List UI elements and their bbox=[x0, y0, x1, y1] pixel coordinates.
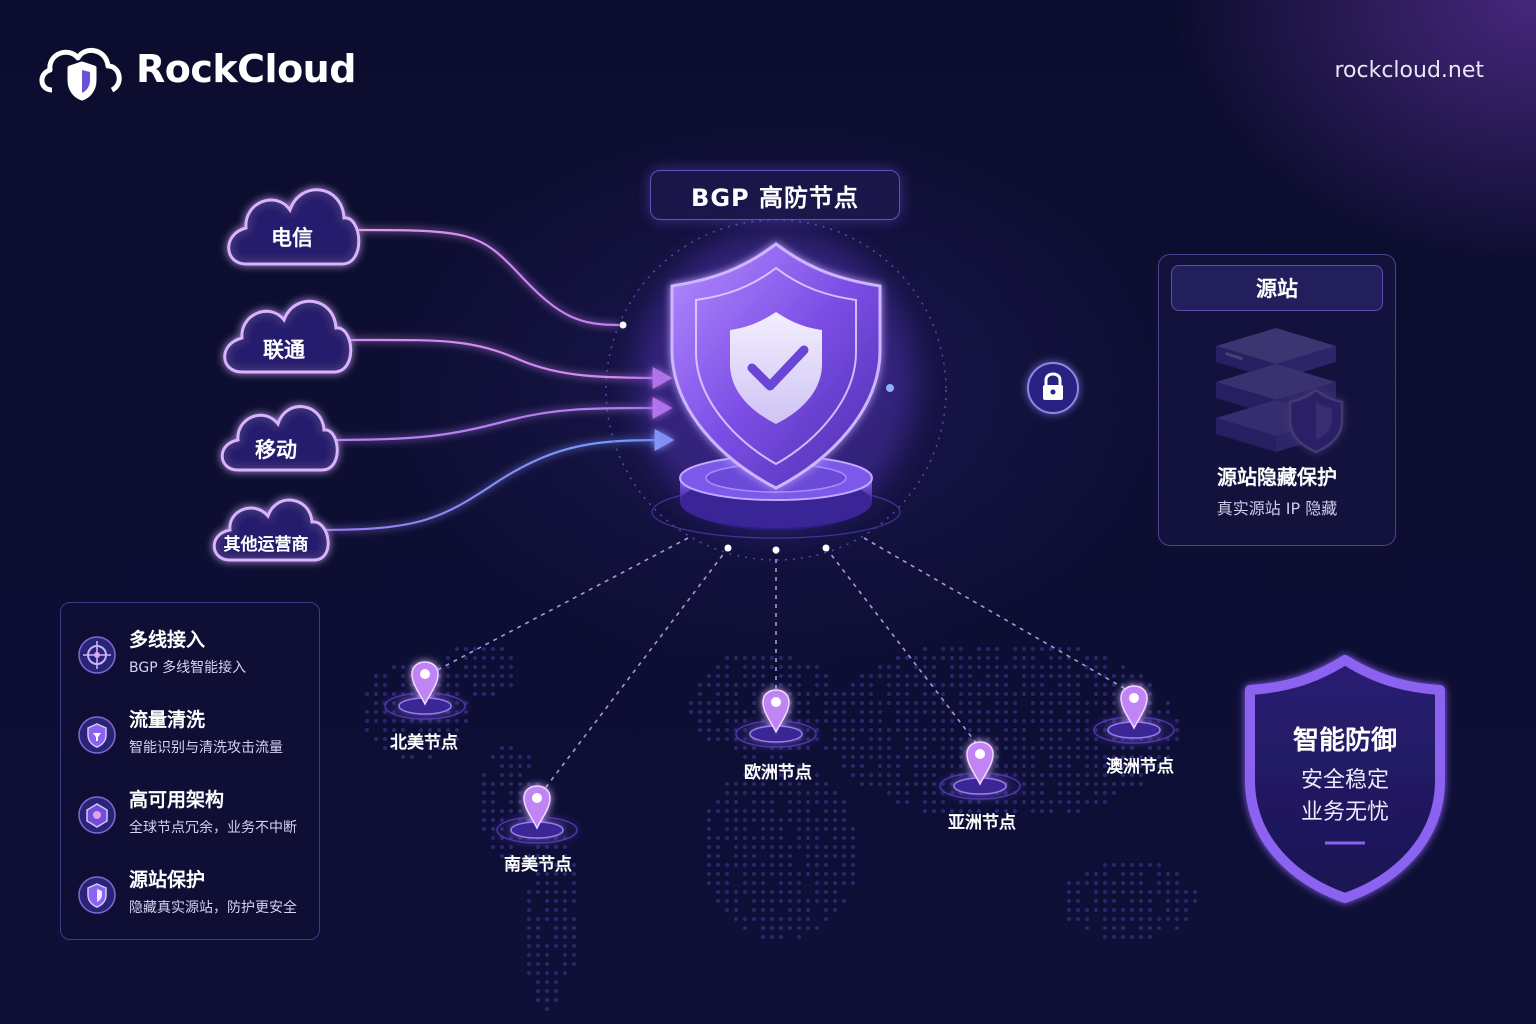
feature-item: 多线接入 BGP 多线智能接入 bbox=[77, 625, 317, 689]
feature-title: 多线接入 bbox=[129, 629, 206, 651]
cluster-icon bbox=[78, 796, 116, 834]
pin-europe-icon bbox=[735, 689, 817, 748]
origin-caption: 源站隐藏保护 bbox=[1217, 465, 1337, 489]
carrier-others-label: 其他运营商 bbox=[223, 535, 309, 555]
feature-desc: 全球节点冗余，业务不中断 bbox=[129, 820, 297, 836]
feature-desc: 隐藏真实源站，防护更安全 bbox=[129, 900, 297, 916]
pin-north-america-icon bbox=[384, 661, 466, 720]
line-telecom bbox=[357, 228, 621, 327]
origin-title: 源站 bbox=[1171, 265, 1383, 311]
feature-item: 流量清洗 智能识别与清洗攻击流量 bbox=[77, 705, 317, 769]
node-north-america-label: 北美节点 bbox=[390, 733, 458, 753]
feature-item: 高可用架构 全球节点冗余，业务不中断 bbox=[77, 785, 317, 849]
brand-name: RockCloud bbox=[136, 47, 356, 91]
brand-logo[interactable]: RockCloud bbox=[36, 40, 356, 98]
feature-panel: 多线接入 BGP 多线智能接入 流量清洗 智能识别与清洗攻击流量 高可用架构 全… bbox=[60, 602, 320, 940]
pin-oceania-icon bbox=[1093, 685, 1175, 744]
cloud-telecom bbox=[227, 188, 361, 266]
feature-title: 源站保护 bbox=[129, 869, 206, 891]
cloud-mobile bbox=[220, 405, 339, 472]
pin-asia-icon bbox=[939, 741, 1021, 800]
origin-subcaption: 真实源站 IP 隐藏 bbox=[1216, 499, 1338, 518]
badge-line2: 业务无忧 bbox=[1300, 800, 1389, 825]
shield-filter-icon bbox=[78, 716, 116, 754]
origin-server-panel: 源站 源站隐藏保护 真实源站 IP 隐藏 bbox=[1158, 254, 1396, 546]
badge-line1: 安全稳定 bbox=[1300, 768, 1389, 793]
cloud-unicom bbox=[223, 299, 353, 374]
feature-title: 流量清洗 bbox=[129, 709, 206, 731]
line-telecom-dot bbox=[619, 321, 627, 329]
line-mobile bbox=[329, 396, 673, 442]
carrier-telecom-label: 电信 bbox=[271, 226, 313, 250]
line-unicom bbox=[343, 338, 673, 389]
badge-title: 智能防御 bbox=[1292, 726, 1397, 756]
core-node-title: BGP 高防节点 bbox=[650, 170, 900, 220]
feature-title: 高可用架构 bbox=[129, 789, 225, 811]
defense-badge: 智能防御 安全稳定 业务无忧 bbox=[1246, 656, 1444, 900]
node-oceania-label: 澳洲节点 bbox=[1106, 757, 1174, 777]
global-links bbox=[425, 537, 1135, 796]
feature-desc: BGP 多线智能接入 bbox=[129, 660, 247, 676]
lock-icon bbox=[1027, 362, 1079, 414]
carrier-unicom-label: 联通 bbox=[263, 338, 305, 362]
cloud-others bbox=[212, 498, 330, 562]
defense-badge-shield bbox=[1245, 655, 1445, 903]
feature-desc: 智能识别与清洗攻击流量 bbox=[129, 740, 283, 756]
logo-cloud-icon bbox=[39, 48, 122, 101]
carrier-mobile-label: 移动 bbox=[255, 438, 297, 462]
feature-item: 源站保护 隐藏真实源站，防护更安全 bbox=[77, 865, 317, 929]
core-shield-icon bbox=[670, 242, 882, 490]
logo-mark bbox=[36, 40, 124, 98]
line-others bbox=[317, 429, 675, 532]
node-south-america-label: 南美节点 bbox=[504, 855, 572, 875]
network-icon bbox=[78, 636, 116, 674]
node-asia-label: 亚洲节点 bbox=[948, 813, 1016, 833]
shield-icon bbox=[78, 876, 116, 914]
site-url[interactable]: rockcloud.net bbox=[1334, 58, 1484, 83]
pin-south-america-icon bbox=[496, 785, 578, 844]
node-europe-label: 欧洲节点 bbox=[744, 763, 812, 783]
